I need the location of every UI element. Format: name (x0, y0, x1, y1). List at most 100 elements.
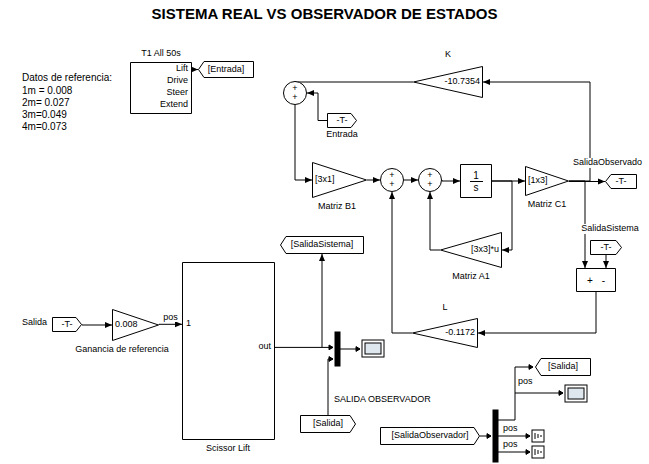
block-content: -10.7354 (413, 66, 483, 98)
block-label: 1 (185, 319, 192, 329)
subtract-block: +- (576, 268, 616, 292)
block-content: -T- (590, 240, 622, 255)
text-group: -T- (616, 177, 627, 187)
matrix-gain: Matriz C1[1x3] (525, 166, 569, 196)
block-content: [SalidaObservador] (380, 427, 480, 445)
block-label: Matriz C1 (527, 200, 568, 210)
block-text: [SalidaObservador] (391, 431, 468, 441)
reference-note: 3m=0.049 (22, 109, 67, 121)
sum-block: ++ (283, 81, 307, 105)
block-text: [3x3]*u (471, 245, 499, 255)
signal-line (307, 93, 327, 121)
text-group: -10.7354 (444, 77, 480, 87)
reference-note: 2m= 0.027 (22, 97, 70, 109)
signal-name: pos (518, 376, 533, 386)
from-tag: Entrada-T- (327, 113, 357, 128)
from-tag: [SalidaObservador] (380, 427, 480, 445)
goto-tag: [Entrada] (198, 61, 254, 78)
reference-note: 1m = 0.008 (22, 85, 72, 97)
text-group: [3x1] (315, 175, 335, 185)
block-text: -T- (337, 116, 348, 126)
text-group: +- (587, 275, 605, 286)
block-text: [1x3] (528, 176, 548, 186)
block-text: [SalidaSistema] (291, 240, 354, 250)
gain-block: L-0.1172 (412, 318, 478, 348)
block-label: out (257, 342, 272, 352)
text-group: 1s (470, 170, 483, 193)
gain-block: Ganancia de referencia0.008 (112, 309, 159, 341)
text-group: -T- (337, 116, 348, 126)
goto-tag: [SalidaSistema] (280, 236, 364, 254)
diagram-title: SISTEMA REAL VS OBSERVADOR DE ESTADOS (0, 5, 649, 22)
text-group: [Entrada] (208, 65, 245, 75)
block-content: ++ (418, 168, 442, 192)
block-label: Extend (159, 100, 189, 110)
block-label: Matriz B1 (317, 202, 357, 212)
signal-line (442, 180, 460, 181)
block-content: [3x3]*u (440, 232, 502, 268)
text-group: [Salida] (313, 419, 343, 429)
signal-line (606, 255, 607, 268)
signal-line (82, 324, 112, 326)
signal-line (275, 254, 322, 347)
block-content: +- (576, 268, 616, 292)
signal-line (392, 192, 412, 333)
block-content: -T- (605, 174, 637, 189)
signal-name: pos (163, 312, 178, 322)
block-text: [3x1] (315, 175, 335, 185)
mux-scope-2 (480, 365, 587, 462)
block-content: -T- (327, 113, 357, 128)
block-content: [Salida] (300, 415, 356, 433)
signal-line (159, 324, 182, 326)
block-text: + (292, 84, 297, 93)
block-text: + (292, 93, 297, 102)
block-text: s (470, 181, 483, 193)
block-label: K (444, 50, 452, 60)
block-text: + (389, 180, 394, 189)
block-content: ++ (380, 168, 404, 192)
block-text: -T- (62, 320, 73, 330)
block-label: Salida (21, 318, 48, 328)
text-group: ++ (292, 84, 297, 101)
block-label: Matriz A1 (451, 272, 491, 282)
goto-tag: SalidaObservado-T- (605, 174, 637, 189)
text-group: ++ (427, 171, 432, 188)
subsystem-block: 1outScissor Lift (182, 262, 275, 440)
block-label: Entrada (325, 130, 359, 140)
signal-line (295, 81, 413, 82)
block-content: 0.008 (112, 309, 159, 341)
from-tag: Salida-T- (52, 317, 82, 332)
text-group: [SalidaSistema] (291, 240, 354, 250)
block-label: SalidaSistema (580, 224, 640, 234)
signal-line (430, 192, 440, 250)
gain-block: K-10.7354 (413, 66, 483, 98)
signal-builder: T1 All 50sLiftDriveSteerExtend (130, 62, 192, 114)
block-content: -0.1172 (412, 318, 478, 348)
block-label: Steer (165, 88, 189, 98)
text-group: -T- (62, 320, 73, 330)
signal-name: pos (503, 423, 518, 433)
block-label: Scissor Lift (205, 444, 251, 454)
integrator-block: 1s (460, 164, 492, 198)
text-group: [3x3]*u (471, 245, 499, 255)
signal-line (367, 180, 380, 181)
block-content: ++ (283, 81, 307, 105)
from-tag: SalidaSistema-T- (590, 240, 622, 255)
goto-tag: [Salida] (535, 358, 591, 376)
block-label: Ganancia de referencia (74, 345, 170, 355)
sum-block: ++ (380, 168, 404, 192)
block-text: [Salida] (313, 419, 343, 429)
block-label: L (441, 303, 448, 313)
signal-line (295, 105, 312, 180)
block-content: [Salida] (535, 358, 591, 376)
block-name: SALIDA OBSERVADOR (334, 394, 431, 404)
signal-line (404, 180, 418, 181)
from-tag: [Salida] (300, 415, 356, 433)
block-text: -T- (616, 177, 627, 187)
text-group: [1x3] (528, 176, 548, 186)
block-content: [SalidaSistema] (280, 236, 364, 254)
block-text: + (389, 171, 394, 180)
block-text: - (602, 275, 605, 286)
